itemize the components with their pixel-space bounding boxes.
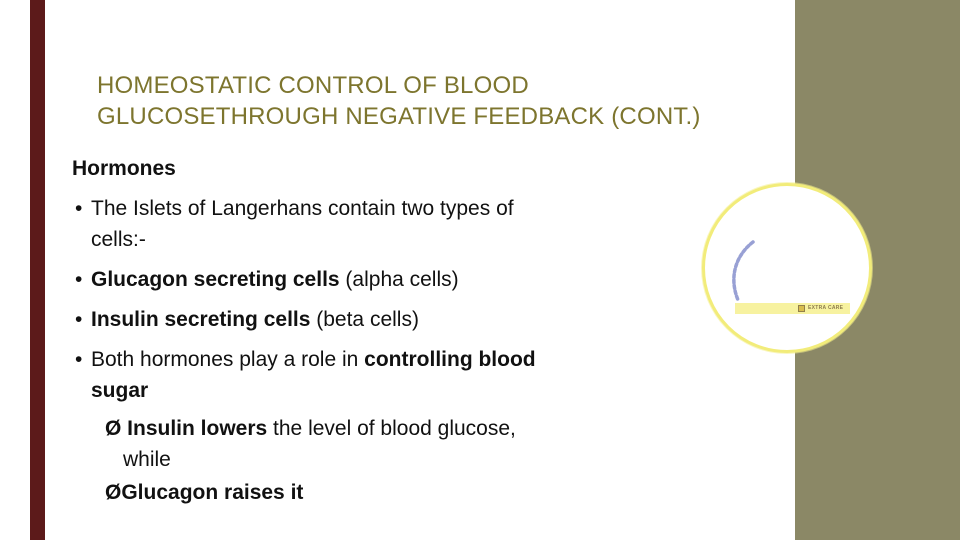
watermark-label: EXTRA CARE [808,305,844,311]
body-heading: Hormones [72,153,672,184]
slide-body: Hormones • The Islets of Langerhans cont… [72,153,672,508]
bullet-icon: • [75,197,83,220]
list-item: • Insulin secreting cells (beta cells) [72,304,672,335]
list-item-text: Insulin secreting cells (beta cells) [91,308,419,331]
heading-text: Hormones [72,157,176,180]
list-item-text: Both hormones play a role in controlling… [91,348,536,371]
list-item-continuation: cells:- [72,224,672,255]
bullet-icon: • [75,268,83,291]
arrow-bullet-icon: Ø [105,481,122,504]
bullet-icon: • [75,348,83,371]
list-item-continuation: sugar [72,375,672,406]
watermark-arc-icon [732,240,755,302]
slide-title-line-2: GLUCOSETHROUGH NEGATIVE FEEDBACK (CONT.) [97,103,701,130]
list-item: • Glucagon secreting cells (alpha cells) [72,264,672,295]
arrow-bullet-icon: Ø [105,417,128,440]
list-item-text: Insulin lowers the level of blood glucos… [127,417,516,440]
list-item-text: while [123,448,171,471]
list-item: • The Islets of Langerhans contain two t… [72,193,672,224]
watermark-logo-icon [798,305,805,312]
slide-title: HOMEOSTATIC CONTROL OF BLOOD GLUCOSETHRO… [97,70,737,132]
bullet-icon: • [75,308,83,331]
list-item-text: sugar [91,379,149,402]
slide-title-line-1: HOMEOSTATIC CONTROL OF BLOOD [97,72,529,99]
sub-list-item-continuation: while [72,444,672,475]
list-item-text: Glucagon raises it [121,481,304,504]
sub-list-item: Ø Insulin lowers the level of blood gluc… [72,413,672,444]
list-item-text: The Islets of Langerhans contain two typ… [91,197,514,220]
list-item: • Both hormones play a role in controlli… [72,344,672,375]
list-item-text: Glucagon secreting cells (alpha cells) [91,268,459,291]
left-accent-bar [30,0,45,540]
watermark-bar: EXTRA CARE [735,303,850,314]
sub-list-item: ØGlucagon raises it [72,477,672,508]
circular-image: EXTRA CARE [702,183,872,353]
list-item-text: cells:- [91,228,146,251]
